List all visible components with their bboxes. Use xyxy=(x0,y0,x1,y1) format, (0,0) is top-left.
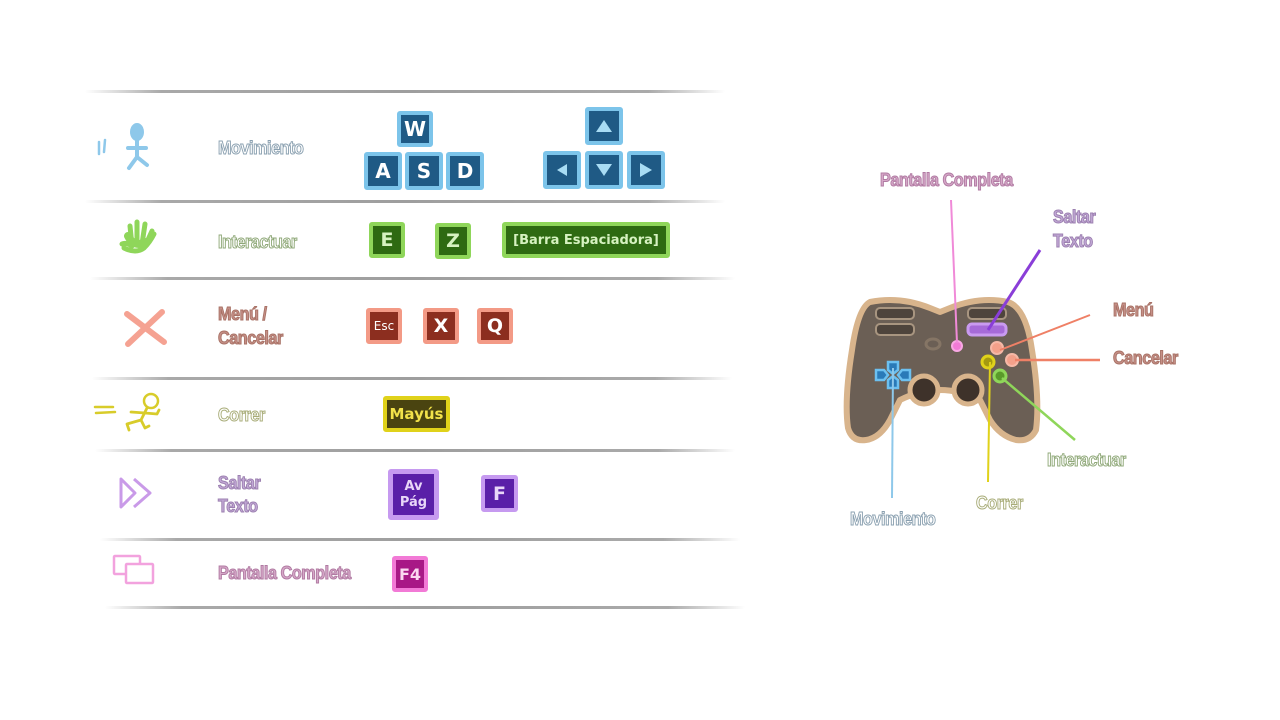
up-arrow-icon xyxy=(596,120,612,132)
key-s: S xyxy=(405,152,443,190)
controller-label-movement: Movimiento xyxy=(850,509,937,530)
divider xyxy=(92,377,732,380)
right-arrow-icon xyxy=(640,163,652,177)
key-space: [Barra Espaciadora] xyxy=(502,222,670,258)
divider xyxy=(85,200,725,203)
controller-label-menu: Menú xyxy=(1113,300,1155,321)
controller-label-interact: Interactuar xyxy=(1047,450,1127,471)
key-arrow-right xyxy=(627,151,665,189)
key-arrow-down xyxy=(585,151,623,189)
divider xyxy=(95,449,735,452)
key-f4: F4 xyxy=(392,556,428,592)
x-cross-icon xyxy=(124,309,167,347)
controller-label-run: Correr xyxy=(976,493,1024,514)
left-arrow-icon xyxy=(557,164,567,176)
control-label: Pantalla Completa xyxy=(218,563,352,584)
divider xyxy=(85,90,725,93)
control-label: Interactuar xyxy=(218,232,298,253)
key-d: D xyxy=(446,152,484,190)
control-label: Movimiento xyxy=(218,138,305,159)
key-z: Z xyxy=(435,223,471,259)
key-q: Q xyxy=(477,308,513,344)
key-a: A xyxy=(364,152,402,190)
control-label-line2: Texto xyxy=(218,496,259,517)
divider xyxy=(105,606,745,609)
key-page-down-line2: Pág xyxy=(399,494,428,510)
dpad xyxy=(874,360,912,390)
control-label-line2: Cancelar xyxy=(218,328,284,349)
controller-label-fullscreen: Pantalla Completa xyxy=(880,170,1014,191)
control-label-line1: Saltar xyxy=(218,473,262,494)
down-arrow-icon xyxy=(596,164,612,176)
key-esc: Esc xyxy=(366,308,402,344)
key-w: W xyxy=(397,111,433,147)
controller-label-skip-line1: Saltar xyxy=(1053,207,1097,228)
control-label: Correr xyxy=(218,405,266,426)
running-figure-icon xyxy=(93,392,161,432)
key-x: X xyxy=(423,308,459,344)
windows-icon xyxy=(112,554,155,585)
hand-icon xyxy=(119,219,157,254)
controller-label-skip-line2: Texto xyxy=(1053,231,1094,252)
divider xyxy=(100,538,740,541)
control-label-line1: Menú / xyxy=(218,304,268,325)
key-f: F xyxy=(481,475,518,512)
callout-lines xyxy=(891,199,1100,499)
fast-forward-icon xyxy=(119,477,152,509)
key-page-down: Av Pág xyxy=(388,469,439,520)
key-arrow-up xyxy=(585,107,623,145)
key-shift: Mayús xyxy=(383,396,450,432)
stick-figure-walking-icon xyxy=(97,123,149,170)
key-page-down-line1: Av xyxy=(404,478,423,494)
controller-label-cancel: Cancelar xyxy=(1113,348,1179,369)
divider xyxy=(90,277,735,280)
key-e: E xyxy=(369,222,405,258)
key-arrow-left xyxy=(543,151,581,189)
